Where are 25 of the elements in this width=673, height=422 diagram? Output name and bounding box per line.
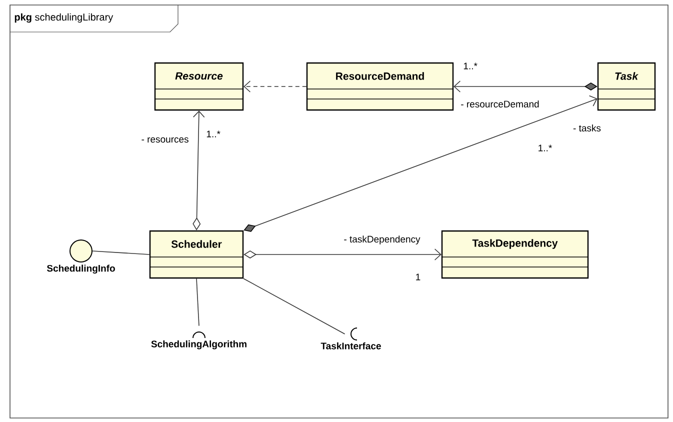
- required-interface: TaskInterface: [320, 328, 381, 350]
- association-line: [244, 248, 442, 260]
- association-line: [244, 95, 598, 232]
- association-line: [244, 80, 307, 92]
- provided-interface: SchedulingInfo: [46, 240, 115, 274]
- multiplicity-label: 1..*: [536, 144, 554, 152]
- role-label: - tasks: [572, 124, 602, 132]
- multiplicity-label: 1: [414, 272, 422, 282]
- multiplicity-label: 1..*: [205, 130, 222, 138]
- association-line: [196, 278, 200, 326]
- class-box: Scheduler: [149, 230, 244, 279]
- association-line: [243, 278, 346, 334]
- association-line: [92, 250, 150, 255]
- class-box: Task: [597, 62, 656, 111]
- class-box: Resource: [154, 62, 244, 111]
- role-label: - resourceDemand: [460, 100, 540, 108]
- class-box: TaskDependency: [441, 230, 589, 279]
- association-line: [192, 110, 205, 230]
- association-line: [454, 80, 598, 92]
- required-interface: SchedulingAlgorithm: [151, 332, 246, 350]
- multiplicity-label: 1..*: [462, 62, 478, 70]
- node-label: SchedulingInfo: [46, 264, 115, 274]
- class-box: ResourceDemand: [306, 62, 454, 111]
- role-label: - resources: [140, 136, 190, 144]
- role-label: - taskDependency: [342, 234, 422, 246]
